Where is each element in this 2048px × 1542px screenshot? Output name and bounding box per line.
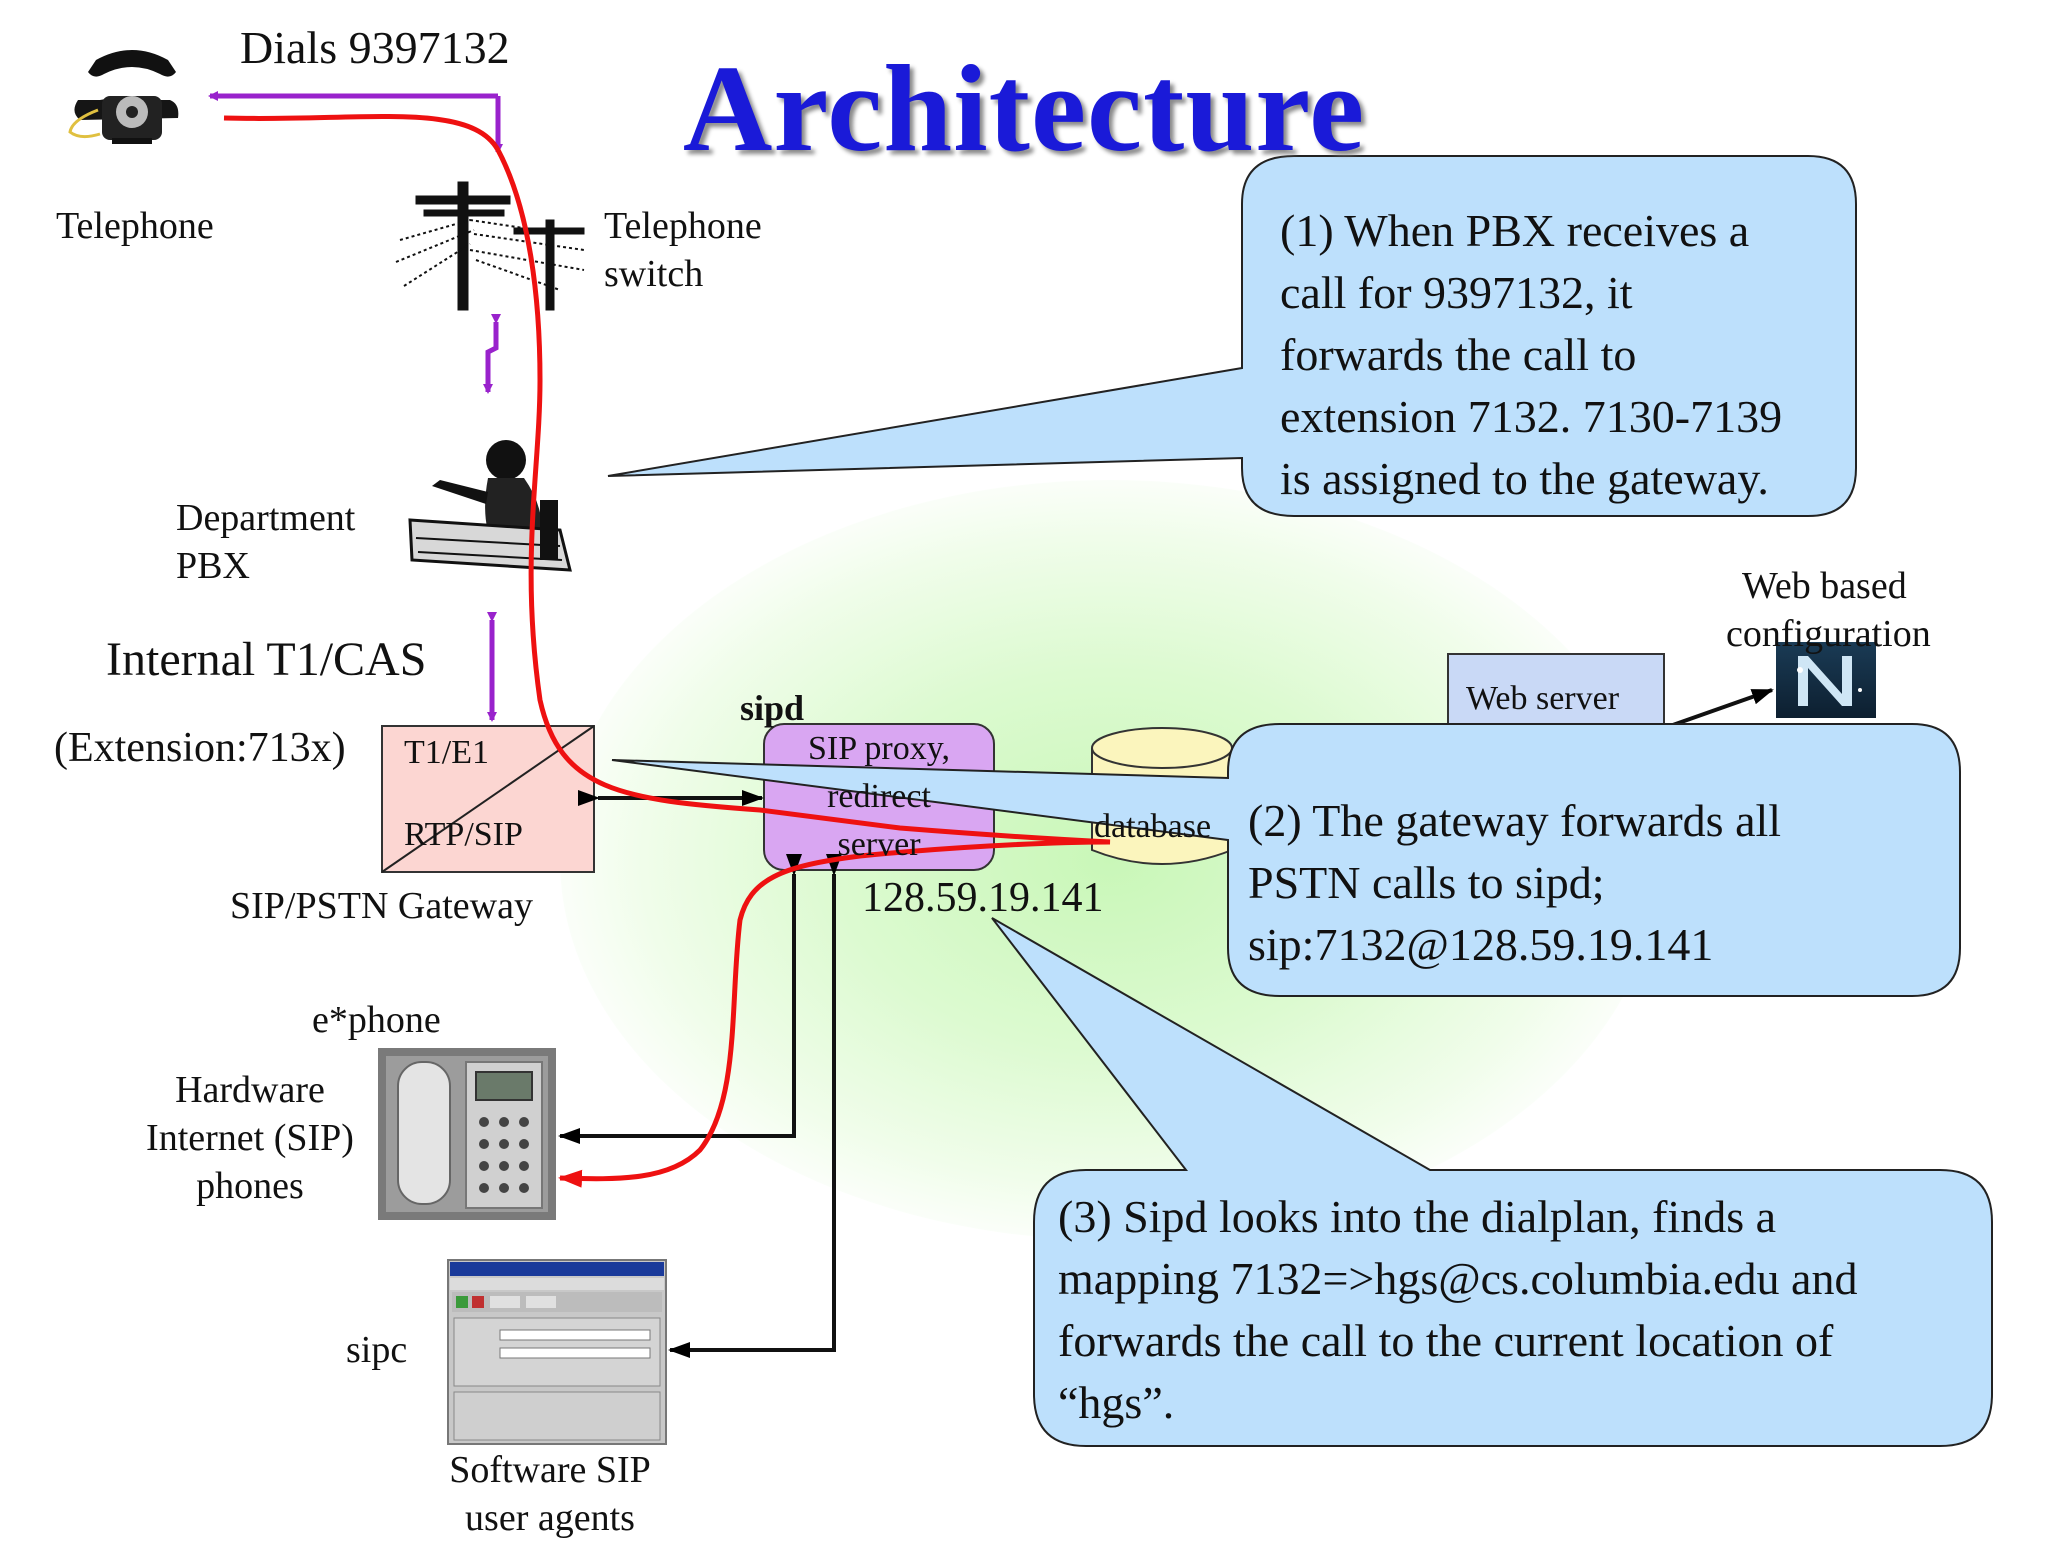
- callout-3-line: “hgs”.: [1058, 1377, 1175, 1428]
- hw-phones-label-3: phones: [196, 1165, 304, 1207]
- sipd-label: sipd: [740, 688, 805, 728]
- page-title: Architecture: [682, 40, 1366, 177]
- rotary-telephone-icon: [68, 50, 179, 144]
- telephone-switch-label-1: Telephone: [604, 205, 762, 247]
- callout-2-line: (2) The gateway forwards all: [1248, 795, 1782, 846]
- callout-3: (3) Sipd looks into the dialplan, finds …: [1058, 1186, 1857, 1434]
- pbx-label-1: Department: [176, 497, 356, 539]
- rtpsip-label: RTP/SIP: [404, 816, 523, 853]
- callout-3-shape: [991, 917, 1993, 1447]
- telephone-pole-icon: [395, 181, 585, 311]
- network-links: [558, 688, 1774, 1358]
- proxy-label-2: redirect: [827, 778, 931, 815]
- callout-1-line: is assigned to the gateway.: [1280, 453, 1769, 504]
- callout-1: (1) When PBX receives a call for 9397132…: [1280, 200, 1782, 510]
- ip-desk-phone-icon: [378, 1048, 556, 1220]
- proxy-label-3: server: [837, 826, 921, 863]
- callout-2-line: PSTN calls to sipd;: [1248, 857, 1605, 908]
- sipc-label: sipc: [346, 1329, 408, 1371]
- call-path: [223, 114, 1111, 1188]
- telephone-switch-label-2: switch: [604, 253, 704, 295]
- telephone-label: Telephone: [56, 205, 214, 247]
- software-window-icon: [447, 1259, 667, 1445]
- sw-agents-label-1: Software SIP: [449, 1449, 651, 1491]
- callout-1-line: extension 7132. 7130-7139: [1280, 391, 1783, 442]
- callout-2-shape: [611, 723, 1961, 997]
- hw-phones-label-2: Internet (SIP): [146, 1117, 354, 1159]
- callout-3-line: (3) Sipd looks into the dialplan, finds …: [1058, 1191, 1777, 1242]
- sw-agents-label-2: user agents: [465, 1497, 635, 1539]
- extension-label: (Extension:713x): [54, 725, 346, 771]
- callout-1-line: call for 9397132, it: [1280, 267, 1633, 318]
- callout-1-shape: [607, 155, 1857, 517]
- t1e1-label: T1/E1: [404, 734, 489, 771]
- dials-label: Dials 9397132: [240, 22, 510, 73]
- callout-1-line: (1) When PBX receives a: [1280, 205, 1750, 256]
- internal-t1-label: Internal T1/CAS: [106, 633, 427, 686]
- web-server-label: Web server: [1466, 680, 1620, 717]
- hw-phones-label-1: Hardware: [175, 1069, 325, 1111]
- database-label: database: [1094, 808, 1212, 845]
- signal-arrows: [208, 91, 503, 722]
- web-config-label-1: Web based: [1742, 565, 1907, 607]
- gateway-label: SIP/PSTN Gateway: [230, 885, 533, 927]
- callout-1-line: forwards the call to: [1280, 329, 1637, 380]
- pbx-label-2: PBX: [176, 545, 250, 587]
- web-config-label-2: configuration: [1726, 613, 1931, 655]
- ip-address-label: 128.59.19.141: [862, 875, 1104, 921]
- ephone-label: e*phone: [312, 999, 441, 1041]
- callout-3-line: forwards the call to the current locatio…: [1058, 1315, 1834, 1366]
- proxy-label-1: SIP proxy,: [808, 730, 950, 767]
- callout-2: (2) The gateway forwards all PSTN calls …: [1248, 790, 1781, 976]
- switchboard-operator-icon: [408, 440, 572, 572]
- callout-3-line: mapping 7132=>hgs@cs.columbia.edu and: [1058, 1253, 1858, 1304]
- callout-2-line: sip:7132@128.59.19.141: [1248, 919, 1714, 970]
- web-server-box: [1447, 653, 1665, 733]
- netscape-logo-icon: [1776, 642, 1876, 718]
